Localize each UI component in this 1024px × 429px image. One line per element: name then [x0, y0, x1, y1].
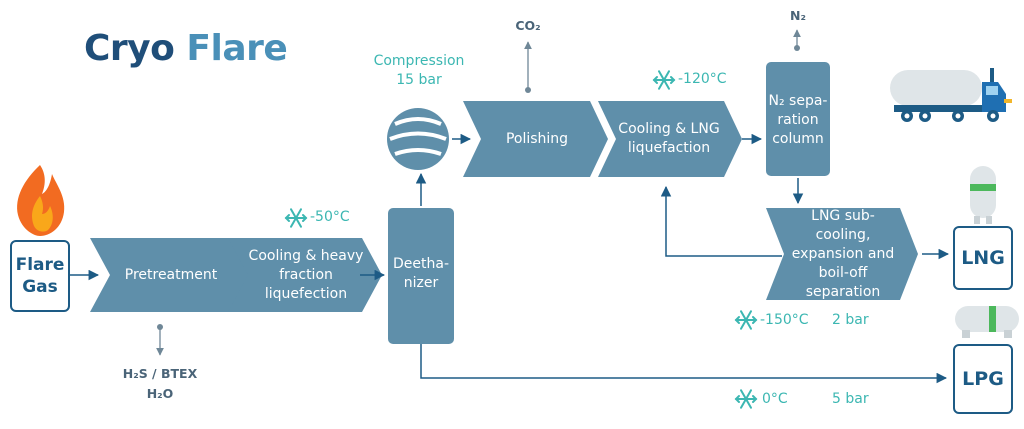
- deethanizer-label: Deetha- nizer: [393, 256, 449, 291]
- subcooling-label: LNG sub-cooling, expansion and boil-off …: [791, 207, 895, 300]
- lng-output-box: LNG: [953, 226, 1013, 290]
- flame-icon: [17, 165, 65, 236]
- pretreatment-label: Pretreatment: [124, 266, 218, 283]
- cooling1-label: Cooling & heavy fraction liquefection: [248, 247, 364, 302]
- pretreatment-step: [90, 238, 250, 312]
- deethanizer-column: [388, 208, 454, 344]
- h2o-label: H₂O: [146, 386, 174, 401]
- lng-truck-icon: [890, 68, 1012, 122]
- cooling2-step: [598, 101, 742, 177]
- snowflake-icon: [734, 389, 758, 409]
- lpg-pressure: 5 bar: [832, 391, 869, 407]
- cooling2-label: Cooling & LNG liquefaction: [618, 121, 720, 156]
- lpg-tank-icon: [955, 306, 1019, 338]
- snowflake-icon: [652, 70, 676, 90]
- title-part1: Cryo: [84, 28, 175, 69]
- title-part2: Flare: [186, 28, 288, 69]
- lpg-output-box: LPG: [953, 344, 1013, 414]
- cooling2-temp: -120°C: [678, 71, 727, 87]
- h2s-btex-label: H₂S / BTEX: [122, 366, 198, 381]
- lng-pressure: 2 bar: [832, 312, 869, 328]
- polishing-label: Polishing: [505, 130, 569, 147]
- lng-output-label: LNG: [961, 247, 1005, 269]
- cooling1-temp: -50°C: [310, 209, 350, 225]
- n2-column-label: N₂ sepa- ration column: [768, 92, 828, 147]
- lpg-output-label: LPG: [962, 368, 1004, 390]
- lng-temp: -150°C: [760, 312, 809, 328]
- compression-label: Compression: [373, 53, 465, 69]
- compressor-icon: [387, 108, 449, 170]
- cooling1-step: [228, 238, 382, 312]
- n2-column: [766, 62, 830, 176]
- lpg-temp: 0°C: [762, 391, 788, 407]
- co2-label: CO₂: [515, 18, 541, 33]
- subcooling-step: [766, 208, 918, 300]
- flare-gas-box: Flare Gas: [10, 240, 70, 312]
- lng-tank-icon: [970, 166, 996, 224]
- polishing-step: [463, 101, 608, 177]
- flare-gas-label: Flare Gas: [15, 255, 65, 297]
- page-title: Cryo Flare: [84, 28, 288, 69]
- snowflake-icon: [734, 310, 758, 330]
- n2-label: N₂: [790, 8, 806, 23]
- snowflake-icon: [284, 208, 308, 228]
- compression-pressure: 15 bar: [396, 72, 442, 88]
- flow-arrows: [70, 133, 950, 384]
